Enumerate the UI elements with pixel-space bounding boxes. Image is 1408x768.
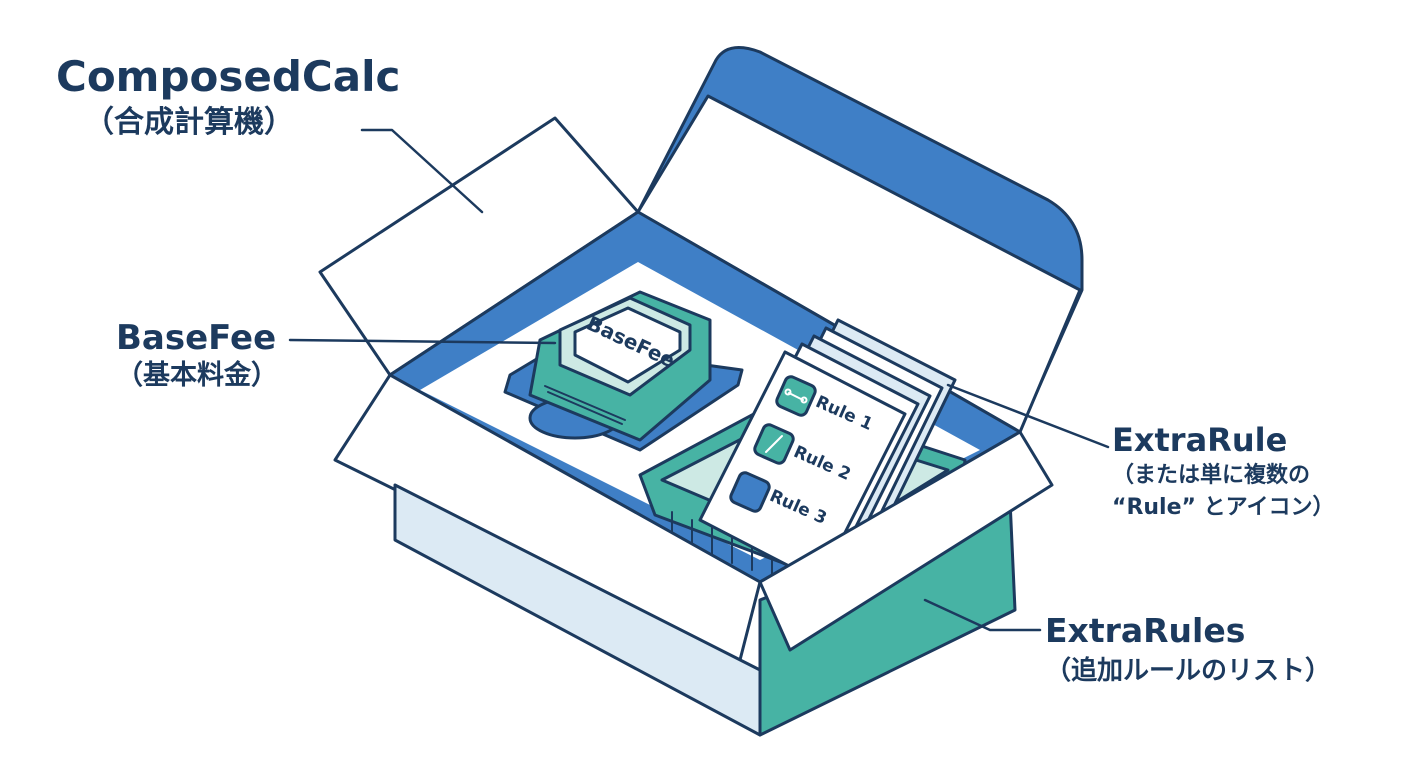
front-right-flap bbox=[758, 430, 1054, 652]
label-composed-calc-title: ComposedCalc bbox=[56, 52, 401, 101]
leader-extrarules bbox=[923, 598, 1042, 632]
cartridge-connector bbox=[544, 385, 626, 425]
weight-icon bbox=[729, 471, 771, 513]
label-extrarules-subtitle: （追加ルールのリスト） bbox=[1045, 656, 1332, 686]
label-composed-calc-subtitle: （合成計算機） bbox=[84, 105, 294, 140]
leader-lines bbox=[288, 128, 1110, 632]
leader-basefee bbox=[288, 338, 557, 345]
label-extrarule-subtitle-line1: （または単に複数の bbox=[1112, 463, 1311, 488]
label-composed-calc: ComposedCalc （合成計算機） bbox=[56, 52, 400, 144]
label-extrarule-subtitle-line2: “Rule” とアイコン） bbox=[1112, 495, 1335, 520]
label-basefee-subtitle: （基本料金） bbox=[116, 360, 278, 391]
label-extrarule: ExtraRule （または単に複数の “Rule” とアイコン） bbox=[1112, 420, 1335, 524]
label-extrarules: ExtraRules （追加ルールのリスト） bbox=[1045, 610, 1331, 690]
label-basefee: BaseFee （基本料金） bbox=[116, 318, 278, 394]
leader-extrarule bbox=[946, 383, 1110, 449]
cartridge-label bbox=[573, 306, 682, 384]
label-extrarule-title: ExtraRule bbox=[1112, 421, 1288, 459]
leader-composed bbox=[360, 128, 484, 214]
label-basefee-title: BaseFee bbox=[116, 318, 277, 358]
label-extrarules-title: ExtraRules bbox=[1045, 611, 1246, 650]
